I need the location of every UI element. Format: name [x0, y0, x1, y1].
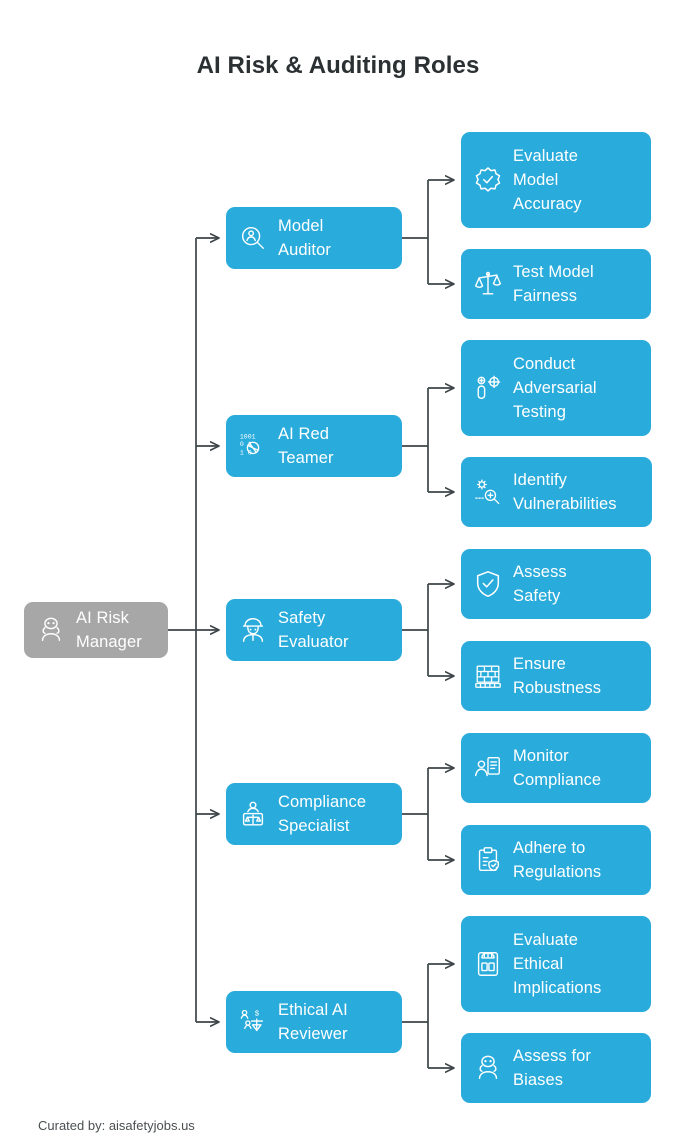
badge-check-icon	[473, 165, 503, 195]
balance-scales-icon	[473, 269, 503, 299]
task-node-conduct-adversarial-testing[interactable]: Conduct Adversarial Testing	[461, 340, 651, 436]
role-node-model-auditor[interactable]: Model Auditor	[226, 207, 402, 269]
task-node-label: Test Model Fairness	[513, 262, 594, 305]
person-magnifier-icon	[238, 223, 268, 253]
role-node-label: Ethical AI Reviewer	[278, 1000, 348, 1043]
task-node-ensure-robustness[interactable]: Ensure Robustness	[461, 641, 651, 711]
svg-text:1 0: 1 0	[240, 449, 252, 456]
task-node-label: Ensure Robustness	[513, 654, 602, 697]
task-node-evaluate-ethical-implications[interactable]: Evaluate Ethical Implications	[461, 916, 651, 1012]
masked-person-icon	[36, 615, 66, 645]
svg-text:0 1: 0 1	[240, 441, 252, 448]
weighing-scale-icon	[473, 949, 503, 979]
task-node-label: Assess Safety	[513, 562, 567, 605]
role-node-label: Compliance Specialist	[278, 792, 367, 835]
person-scales-icon	[238, 799, 268, 829]
task-node-adhere-to-regulations[interactable]: Adhere to Regulations	[461, 825, 651, 895]
root-node-label: AI Risk Manager	[76, 608, 142, 651]
task-node-evaluate-model-accuracy[interactable]: Evaluate Model Accuracy	[461, 132, 651, 228]
role-node-compliance-specialist[interactable]: Compliance Specialist	[226, 783, 402, 845]
role-node-label: AI Red Teamer	[278, 424, 334, 467]
role-node-ethical-ai-reviewer[interactable]: $ Ethical AI Reviewer	[226, 991, 402, 1053]
task-node-monitor-compliance[interactable]: Monitor Compliance	[461, 733, 651, 803]
people-scales-icon: $	[238, 1007, 268, 1037]
task-node-label: Evaluate Ethical Implications	[513, 930, 602, 998]
person-target-icon	[473, 373, 503, 403]
svg-text:$: $	[255, 1008, 260, 1017]
shield-check-icon	[473, 569, 503, 599]
role-node-safety-evaluator[interactable]: Safety Evaluator	[226, 599, 402, 661]
task-node-label: Adhere to Regulations	[513, 838, 602, 881]
footer-credit: Curated by: aisafetyjobs.us	[38, 1118, 195, 1133]
bug-magnifier-icon	[473, 477, 503, 507]
task-node-identify-vulnerabilities[interactable]: Identify Vulnerabilities	[461, 457, 652, 527]
masked-face-icon	[473, 1053, 503, 1083]
task-node-label: Conduct Adversarial Testing	[513, 354, 597, 422]
brick-wall-icon	[473, 661, 503, 691]
root-node-ai-risk-manager[interactable]: AI Risk Manager	[24, 602, 168, 658]
task-node-label: Assess for Biases	[513, 1046, 592, 1089]
task-node-label: Evaluate Model Accuracy	[513, 146, 582, 214]
clipboard-check-icon	[473, 845, 503, 875]
task-node-test-model-fairness[interactable]: Test Model Fairness	[461, 249, 651, 319]
role-node-ai-red-teamer[interactable]: 1001 0 1 1 0 AI Red Teamer	[226, 415, 402, 477]
svg-text:1001: 1001	[240, 434, 256, 441]
page-title: AI Risk & Auditing Roles	[196, 52, 480, 79]
role-node-label: Model Auditor	[278, 216, 331, 259]
binary-mask-icon: 1001 0 1 1 0	[238, 431, 268, 461]
hardhat-worker-icon	[238, 615, 268, 645]
person-document-icon	[473, 753, 503, 783]
task-node-assess-safety[interactable]: Assess Safety	[461, 549, 651, 619]
task-node-label: Monitor Compliance	[513, 746, 602, 789]
task-node-label: Identify Vulnerabilities	[513, 470, 617, 513]
role-node-label: Safety Evaluator	[278, 608, 349, 651]
task-node-assess-for-biases[interactable]: Assess for Biases	[461, 1033, 651, 1103]
